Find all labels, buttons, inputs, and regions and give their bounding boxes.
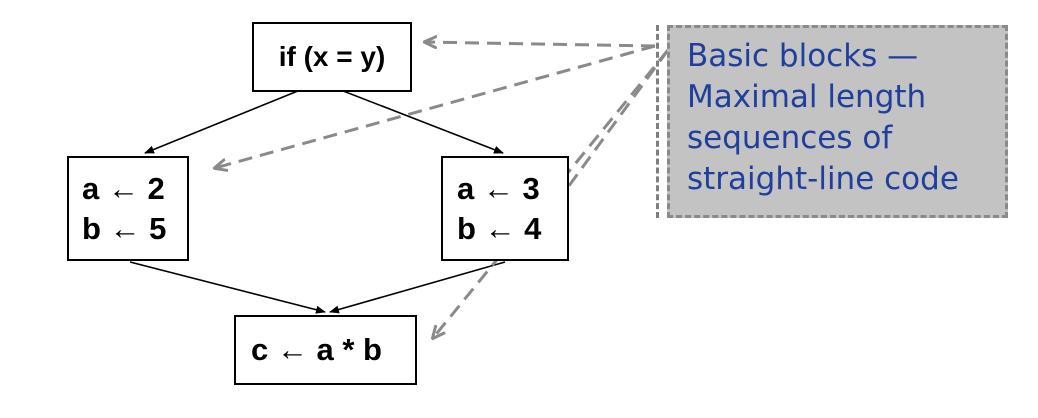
callout-divider (656, 25, 659, 218)
callout-box: Basic blocks — Maximal length sequences … (667, 25, 1008, 218)
edge-right-to-bottom (329, 261, 506, 314)
basic-block-left: a ← 2 b ← 5 (67, 156, 189, 261)
callout-line: Maximal length (687, 79, 927, 115)
callout-line: sequences of (687, 120, 893, 156)
callout-line: straight-line code (687, 161, 959, 197)
callout-line: Basic blocks — (687, 38, 919, 74)
block-line: if (x = y) (278, 41, 386, 72)
edge-if-to-right (319, 81, 504, 154)
pointer-to-right-block (555, 49, 670, 205)
basic-block-if: if (x = y) (252, 22, 412, 92)
block-line: a ← 3 (457, 170, 540, 206)
pointer-to-if-block (425, 42, 656, 46)
edge-left-to-bottom (129, 261, 326, 314)
block-line: b ← 5 (82, 210, 167, 246)
block-line: b ← 4 (457, 210, 542, 246)
basic-block-right: a ← 3 b ← 4 (441, 156, 569, 261)
block-line: a ← 2 (82, 170, 165, 206)
basic-block-bottom: c ← a * b (234, 315, 417, 385)
block-line: c ← a * b (251, 332, 382, 367)
edge-if-to-left (144, 81, 321, 154)
pointer-to-left-block (215, 44, 656, 168)
